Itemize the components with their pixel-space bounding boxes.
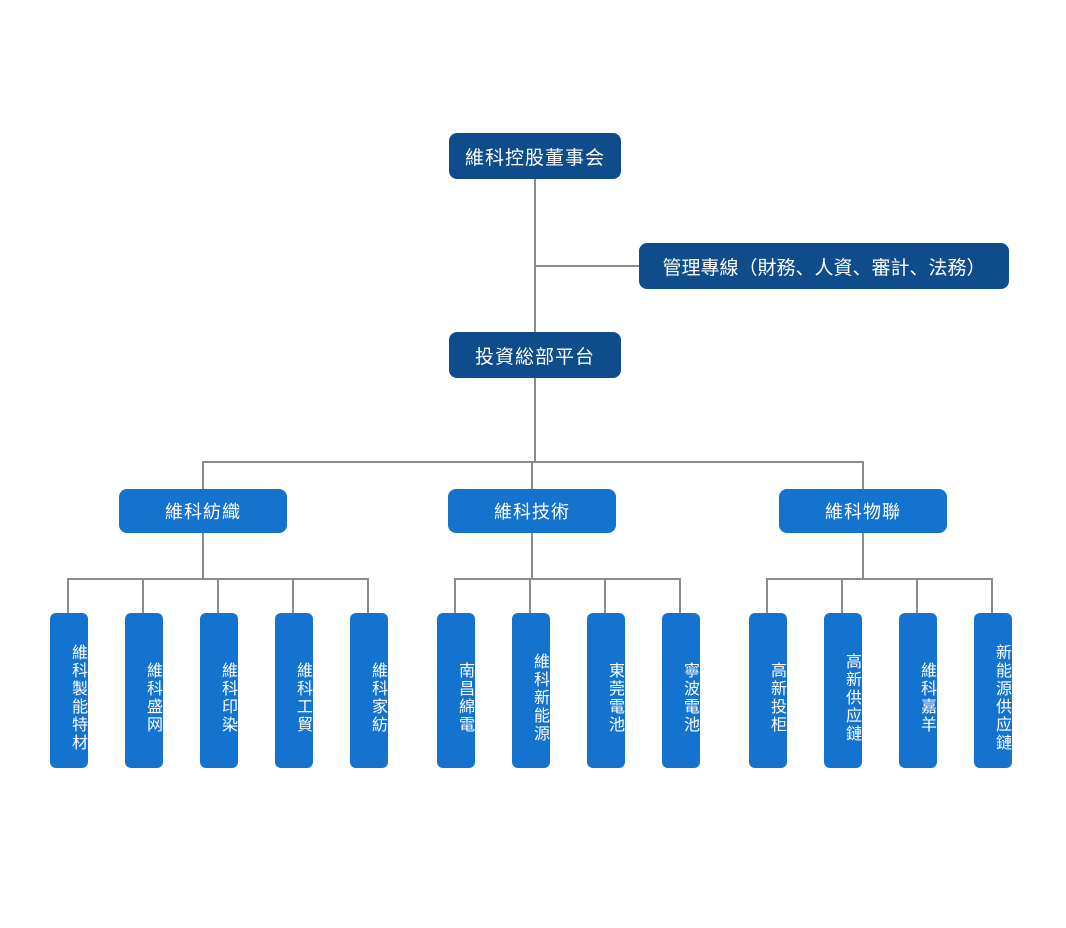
connector-group-1-drop-1	[529, 578, 531, 614]
node-subsidiary[interactable]: 維科製能特材	[50, 613, 88, 768]
node-division-textile[interactable]: 維科紡織	[119, 489, 287, 533]
node-division-iot[interactable]: 維科物聯	[779, 489, 947, 533]
node-subsidiary[interactable]: 維科嘉羊	[899, 613, 937, 768]
connector-group-1-drop-3	[679, 578, 681, 614]
connector-group-0-drop-0	[67, 578, 69, 614]
connector-bus-to-division-1	[531, 461, 533, 489]
connector-root-to-platform	[534, 179, 536, 332]
connector-bus-to-division-2	[862, 461, 864, 489]
connector-division-1-down	[531, 533, 533, 579]
connector-group-0-drop-4	[367, 578, 369, 614]
node-subsidiary[interactable]: 維科盛网	[125, 613, 163, 768]
connector-staff-branch	[534, 265, 639, 267]
connector-group-2-drop-2	[916, 578, 918, 614]
node-subsidiary[interactable]: 寧波電池	[662, 613, 700, 768]
connector-group-1-drop-2	[604, 578, 606, 614]
connector-division-2-down	[862, 533, 864, 579]
connector-group-0-drop-2	[217, 578, 219, 614]
connector-group-2-drop-1	[841, 578, 843, 614]
connector-platform-down	[534, 378, 536, 462]
node-subsidiary[interactable]: 東莞電池	[587, 613, 625, 768]
node-management-staff-line[interactable]: 管理專線（財務、人資、審計、法務）	[639, 243, 1009, 289]
connector-division-bus	[202, 461, 864, 463]
connector-group-0-drop-1	[142, 578, 144, 614]
node-subsidiary[interactable]: 維科家紡	[350, 613, 388, 768]
node-subsidiary[interactable]: 維科新能源	[512, 613, 550, 768]
connector-group-0-drop-3	[292, 578, 294, 614]
connector-group-1-drop-0	[454, 578, 456, 614]
connector-group-2-drop-3	[991, 578, 993, 614]
node-subsidiary[interactable]: 高新供应鏈	[824, 613, 862, 768]
node-investment-platform[interactable]: 投資総部平台	[449, 332, 621, 378]
connector-group-1-bus	[454, 578, 681, 580]
connector-group-2-drop-0	[766, 578, 768, 614]
node-subsidiary[interactable]: 維科印染	[200, 613, 238, 768]
connector-division-0-down	[202, 533, 204, 579]
node-division-technology[interactable]: 維科技術	[448, 489, 616, 533]
node-subsidiary[interactable]: 高新投柜	[749, 613, 787, 768]
connector-group-2-bus	[766, 578, 993, 580]
node-subsidiary[interactable]: 南昌綿電	[437, 613, 475, 768]
node-subsidiary[interactable]: 維科工貿	[275, 613, 313, 768]
node-board-of-directors[interactable]: 維科控股董事会	[449, 133, 621, 179]
node-subsidiary[interactable]: 新能源供应鏈	[974, 613, 1012, 768]
connector-bus-to-division-0	[202, 461, 204, 489]
